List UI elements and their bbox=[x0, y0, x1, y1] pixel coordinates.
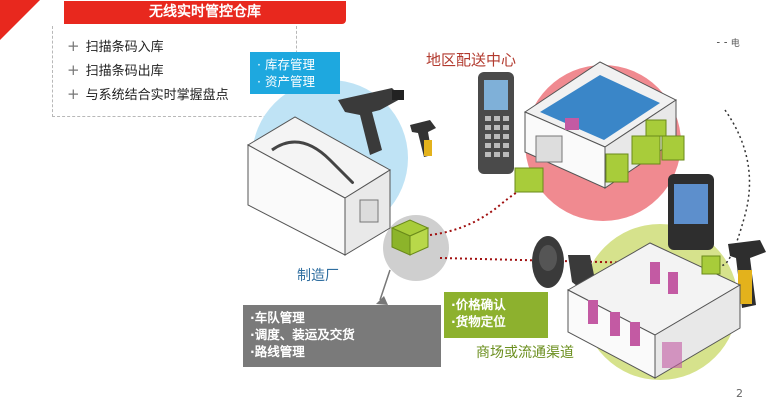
plus-icon: + bbox=[67, 85, 80, 103]
cargo-boxes bbox=[701, 255, 721, 275]
barcode-gun-icon bbox=[410, 120, 436, 157]
mobile-computer-icon bbox=[478, 72, 514, 174]
route-line bbox=[429, 183, 541, 236]
feature-text: 扫描条码入库 bbox=[85, 40, 164, 55]
callout-line: ·路线管理 bbox=[250, 344, 305, 359]
callout-line: ·货物定位 bbox=[451, 314, 506, 329]
page-title: 无线实时管控仓库 bbox=[64, 1, 346, 24]
callout-line: · 库存管理 bbox=[257, 57, 315, 72]
handheld-scanner-icon bbox=[338, 88, 404, 155]
callout-line: ·调度、装运及交货 bbox=[250, 327, 355, 342]
factory-building bbox=[246, 116, 391, 256]
arrow-line bbox=[379, 269, 391, 301]
route-line bbox=[719, 109, 751, 267]
feature-item: + 与系统结合实时掌握盘点 bbox=[67, 84, 229, 103]
feature-item: + 扫描条码入库 bbox=[67, 36, 164, 55]
inventory-callout: · 库存管理 · 资产管理 bbox=[250, 52, 340, 94]
feature-list: + 扫描条码入库 + 扫描条码出库 + 与系统结合实时掌握盘点 bbox=[52, 26, 297, 117]
plus-icon: + bbox=[67, 61, 80, 79]
retail-callout: ·价格确认 ·货物定位 bbox=[444, 292, 548, 338]
header-fragment: ⁃ ⁃ 电 bbox=[716, 39, 740, 49]
retail-building bbox=[566, 242, 742, 379]
logistics-callout: ·车队管理 ·调度、装运及交货 ·路线管理 bbox=[243, 305, 441, 367]
callout-line: ·车队管理 bbox=[250, 310, 305, 325]
yellow-scanner-icon bbox=[728, 240, 766, 308]
feature-text: 与系统结合实时掌握盘点 bbox=[85, 88, 229, 103]
callout-line: · 资产管理 bbox=[257, 74, 315, 89]
corner-accent bbox=[0, 0, 40, 40]
pda-icon bbox=[668, 174, 714, 250]
page-number: 2 bbox=[736, 387, 743, 400]
plus-icon: + bbox=[67, 37, 80, 55]
feature-item: + 扫描条码出库 bbox=[67, 60, 164, 79]
distribution-center-label: 地区配送中心 bbox=[426, 51, 517, 69]
retail-label: 商场或流通渠道 bbox=[476, 345, 574, 361]
factory-label: 制造厂 bbox=[297, 268, 339, 284]
callout-line: ·价格确认 bbox=[451, 297, 506, 312]
arrow-head-icon bbox=[376, 296, 388, 305]
cargo-boxes bbox=[514, 119, 685, 193]
cargo-boxes bbox=[390, 219, 430, 256]
feature-text: 扫描条码出库 bbox=[85, 64, 164, 79]
